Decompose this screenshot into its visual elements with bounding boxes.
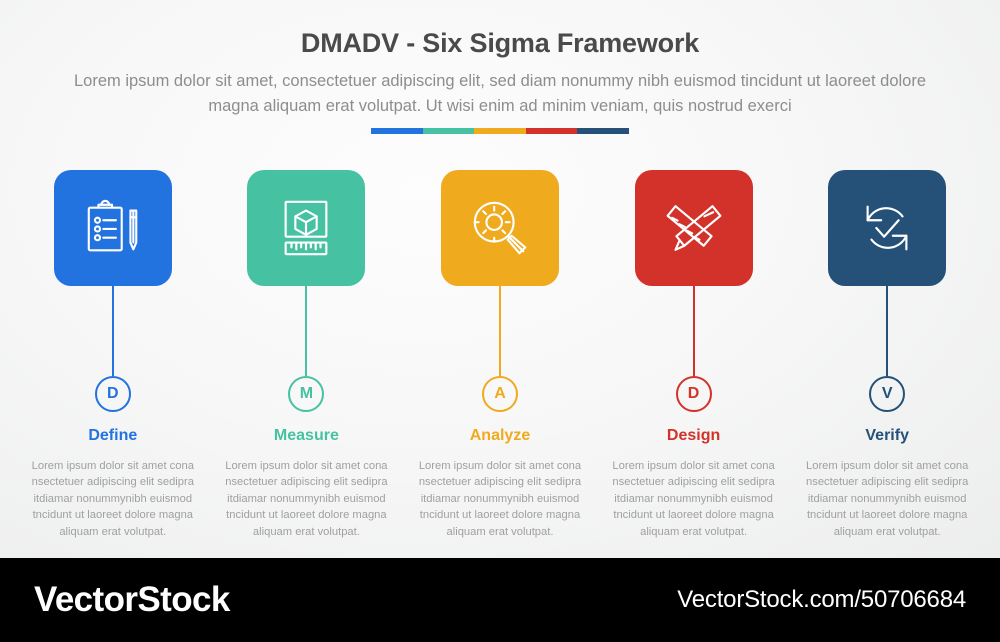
phase-description: Lorem ipsum dolor sit amet cona nsectetu… — [418, 460, 582, 538]
pencil-ruler-cross-icon — [663, 197, 725, 259]
phase-badge-verify[interactable]: V — [869, 376, 906, 412]
connector-line-design — [692, 286, 695, 376]
phase-columns: D Define Lorem ipsum dolor sit amet cona… — [16, 170, 984, 540]
divider-segment-3 — [474, 128, 526, 134]
phase-icon-card-analyze[interactable] — [440, 170, 559, 286]
phase-badge-measure[interactable]: M — [288, 376, 325, 412]
phase-label: Verify — [865, 427, 909, 444]
phase-column-measure: M Measure Lorem ipsum dolor sit amet con… — [210, 170, 404, 540]
phase-column-design: D Design Lorem ipsum dolor sit amet cona… — [597, 170, 791, 540]
phase-badge-define[interactable]: D — [94, 376, 131, 412]
vectorstock-url: VectorStock.com/50706684 — [677, 586, 966, 613]
phase-icon-card-design[interactable] — [634, 170, 753, 286]
page-subtitle: Lorem ipsum dolor sit amet, consectetuer… — [73, 72, 927, 115]
cube-ruler-measure-icon — [275, 197, 337, 259]
connector-line-define — [111, 286, 114, 376]
phase-label: Analyze — [469, 427, 531, 444]
phase-description: Lorem ipsum dolor sit amet cona nsectetu… — [806, 460, 969, 538]
connector-line-verify — [886, 286, 889, 376]
divider-segment-4 — [525, 128, 578, 134]
phase-icon-card-verify[interactable] — [828, 170, 947, 286]
page-title: DMADV - Six Sigma Framework — [300, 28, 700, 58]
divider-segment-2 — [422, 128, 475, 134]
check-circular-arrows-icon — [856, 197, 918, 259]
phase-letter: D — [107, 385, 119, 402]
phase-letter: M — [299, 385, 314, 402]
magnifier-gear-icon — [469, 197, 531, 259]
header: DMADV - Six Sigma Framework Lorem ipsum … — [0, 26, 1000, 119]
connector-line-analyze — [498, 286, 501, 376]
divider-segment-5 — [577, 128, 629, 134]
phase-letter: A — [494, 385, 506, 402]
phase-column-define: D Define Lorem ipsum dolor sit amet cona… — [16, 170, 210, 540]
watermark-bar: VectorStock VectorStock.com/50706684 — [0, 558, 1000, 642]
clipboard-checklist-pencil-icon — [82, 197, 144, 259]
phase-icon-card-define[interactable] — [53, 170, 172, 286]
phase-column-verify: V Verify Lorem ipsum dolor sit amet cona… — [790, 170, 984, 540]
divider-segment-1 — [371, 128, 423, 134]
color-divider-bar — [371, 128, 629, 134]
phase-label: Define — [88, 427, 138, 444]
phase-badge-design[interactable]: D — [675, 376, 712, 412]
phase-icon-card-measure[interactable] — [247, 170, 366, 286]
artboard: DMADV - Six Sigma Framework Lorem ipsum … — [0, 0, 1000, 558]
phase-description: Lorem ipsum dolor sit amet cona nsectetu… — [31, 460, 194, 538]
phase-description: Lorem ipsum dolor sit amet cona nsectetu… — [612, 460, 775, 538]
phase-label: Measure — [273, 427, 339, 444]
phase-letter: V — [881, 385, 893, 402]
phase-column-analyze: A Analyze Lorem ipsum dolor sit amet con… — [403, 170, 597, 540]
phase-description: Lorem ipsum dolor sit amet cona nsectetu… — [225, 460, 388, 538]
vectorstock-logo: VectorStock — [34, 580, 230, 619]
connector-line-measure — [305, 286, 308, 376]
phase-badge-analyze[interactable]: A — [481, 376, 518, 412]
phase-letter: D — [687, 385, 700, 402]
phase-label: Design — [666, 427, 721, 444]
